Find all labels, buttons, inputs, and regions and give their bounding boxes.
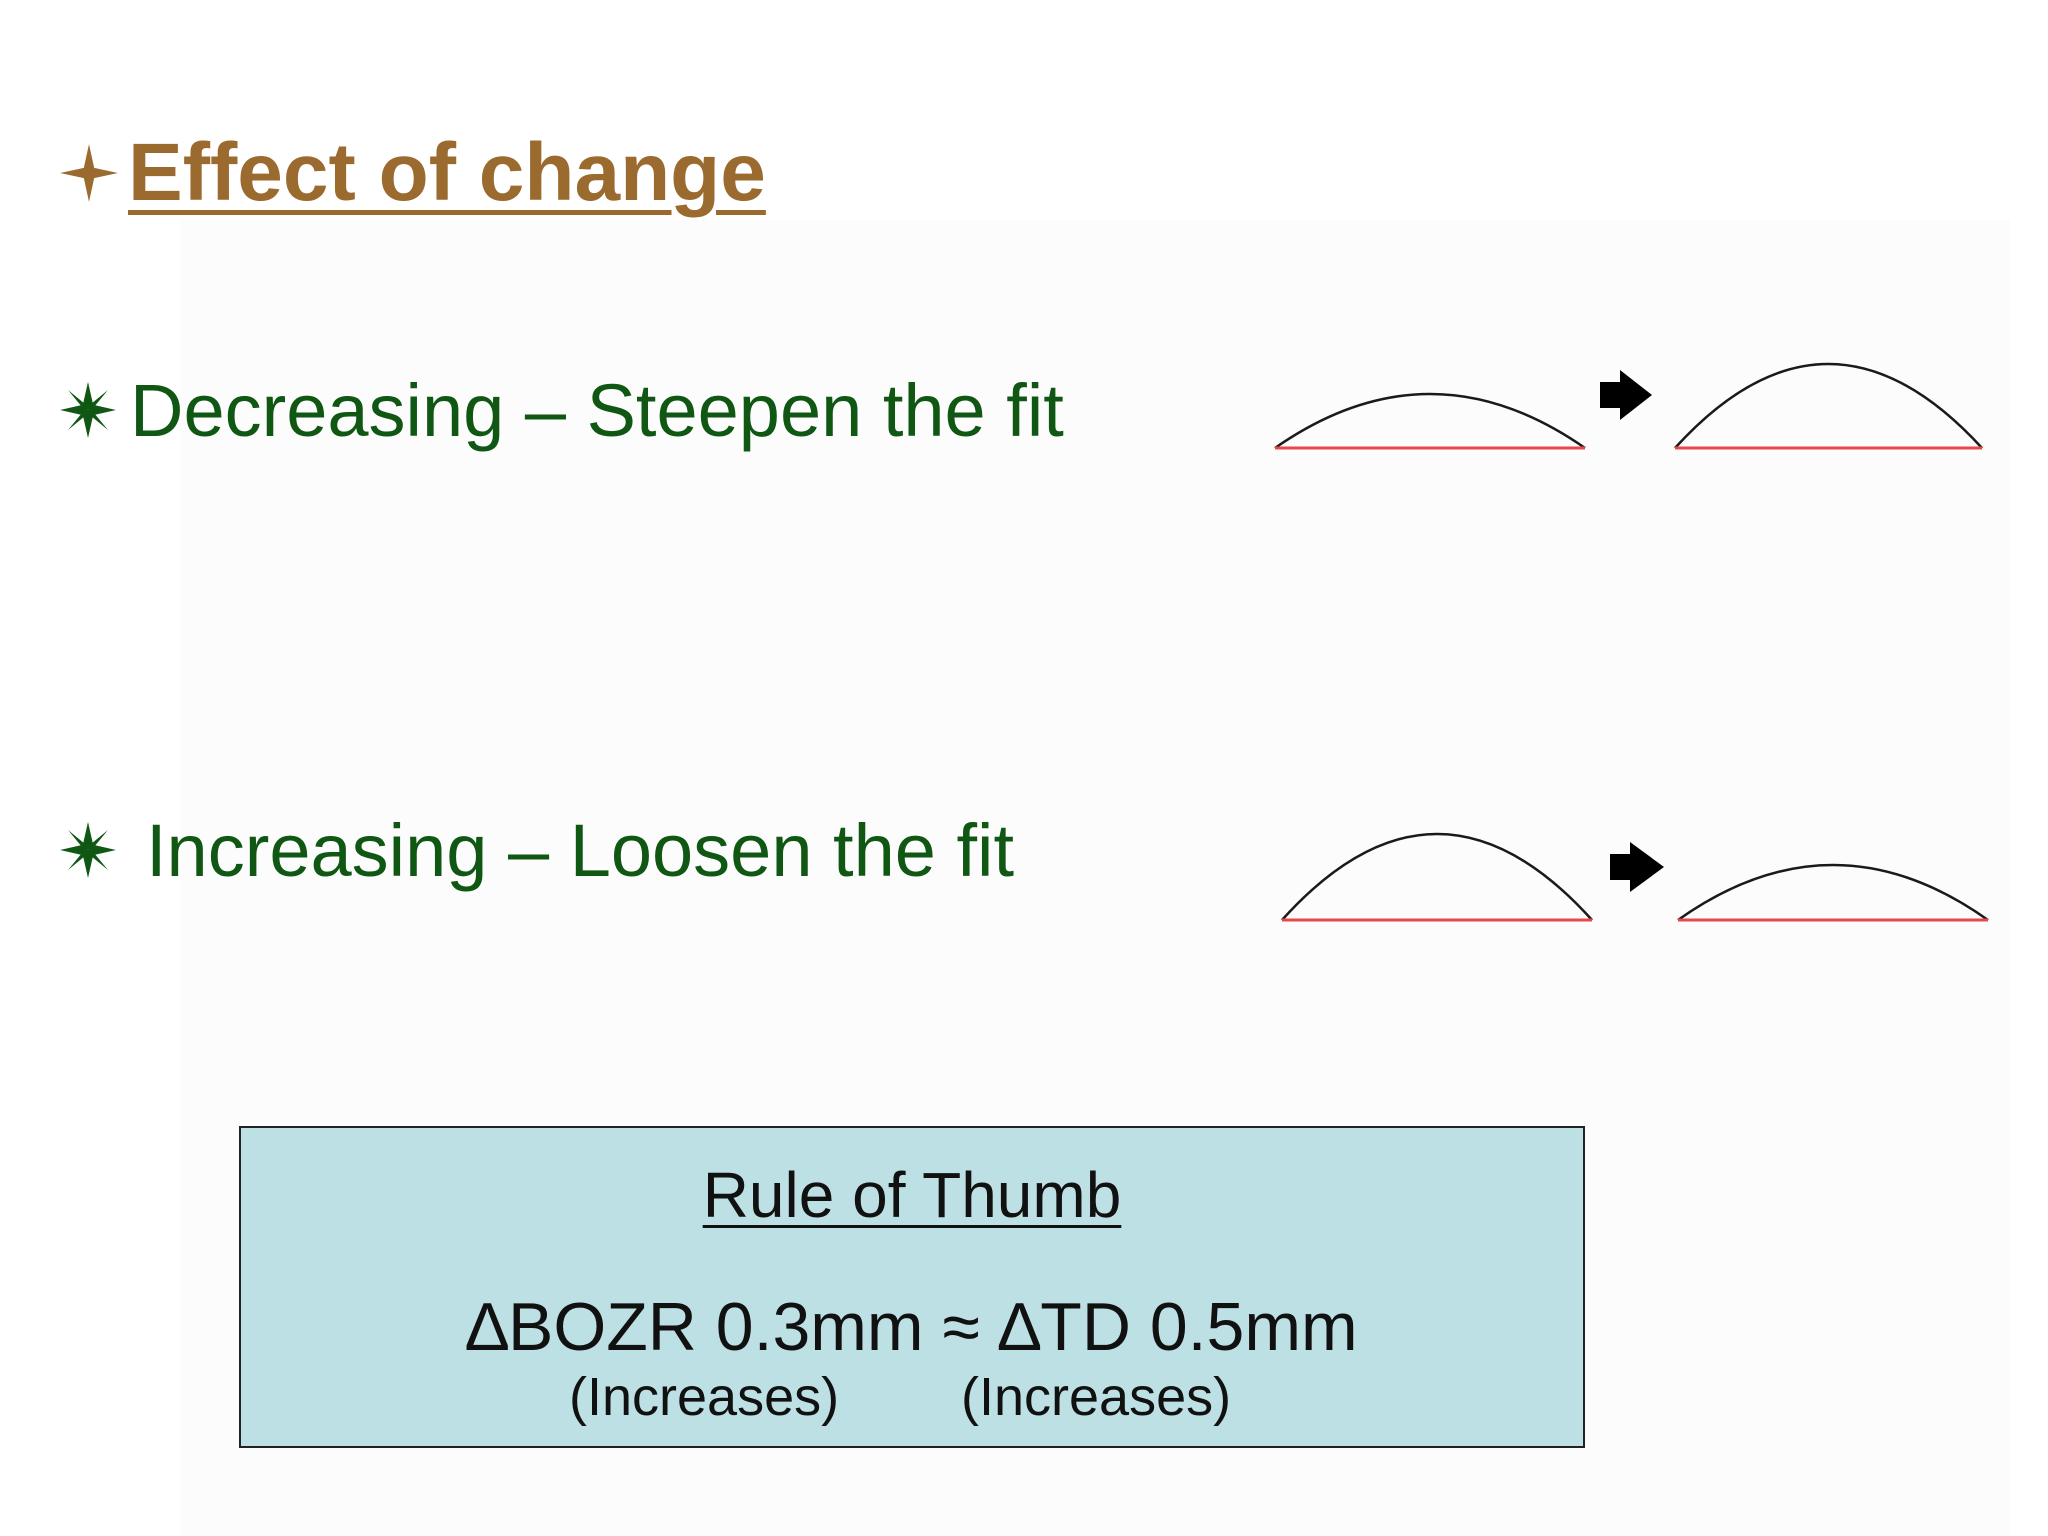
compass-star-icon [60, 822, 116, 878]
slide-title: Effect of change [128, 127, 766, 218]
bullet-text-increasing: Increasing – Loosen the fit [146, 808, 1015, 892]
bullet-decreasing: Decreasing – Steepen the fit [58, 360, 1064, 460]
note-td-increases: (Increases) [961, 1367, 1232, 1427]
slide-title-row: Effect of change [58, 118, 766, 228]
right-arrow-icon [1610, 842, 1664, 892]
rule-formula: ∆BOZR 0.3mm ≈ ∆TD 0.5mm [466, 1289, 1358, 1365]
flat-arc [1274, 392, 1586, 450]
steep-arc [1281, 832, 1593, 921]
compass-star-icon [60, 382, 116, 438]
bullet-increasing: Increasing – Loosen the fit [58, 800, 1014, 900]
rule-notes: (Increases) (Increases) [241, 1366, 1583, 1436]
rule-title: Rule of Thumb [702, 1159, 1122, 1231]
rule-of-thumb-box: Rule of Thumb ∆BOZR 0.3mm ≈ ∆TD 0.5mm (I… [239, 1126, 1585, 1448]
bullet-text-decreasing: Decreasing – Steepen the fit [130, 368, 1064, 452]
flat-arc [1677, 863, 1989, 922]
steep-arc [1674, 362, 1983, 449]
steepen-diagram [1274, 362, 1983, 450]
right-arrow-icon [1600, 370, 1652, 420]
note-bozr-increases: (Increases) [569, 1367, 840, 1427]
loosen-diagram [1281, 832, 1989, 922]
four-point-star-icon [60, 144, 118, 202]
